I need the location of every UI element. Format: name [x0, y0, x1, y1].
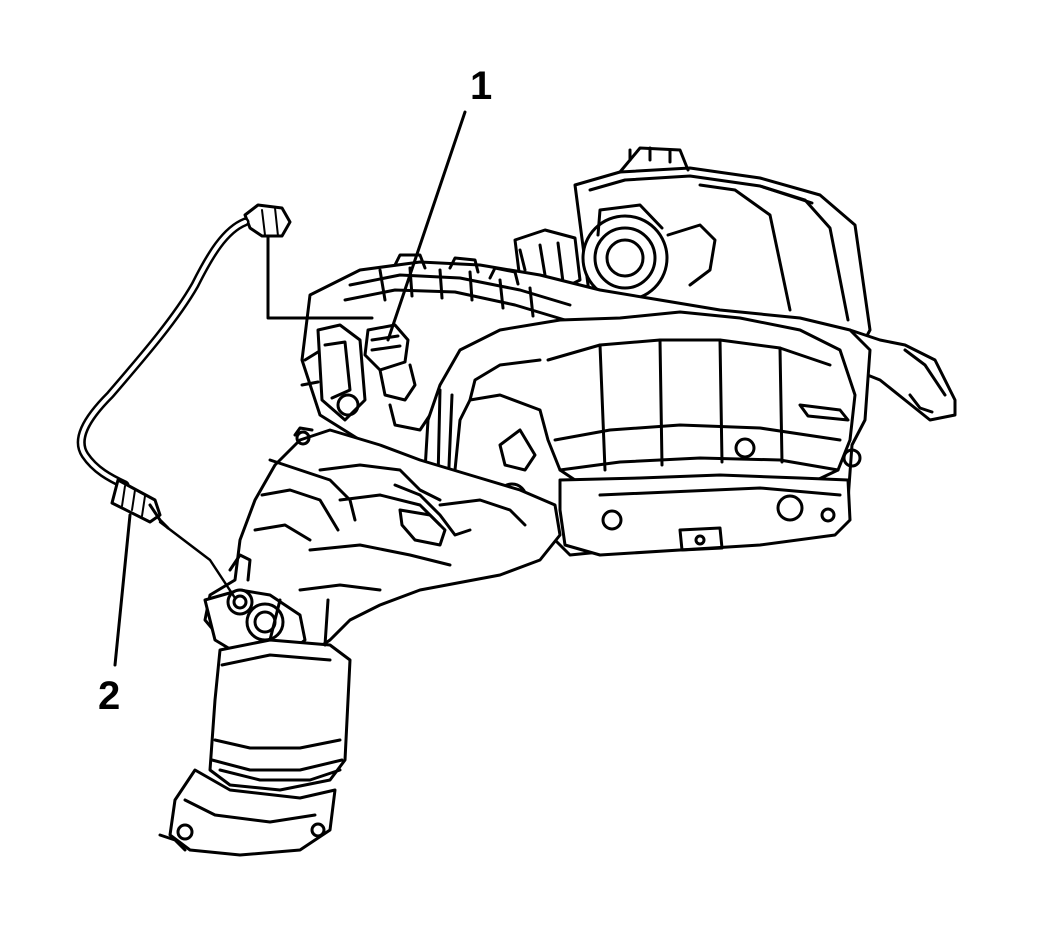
- callout-label-1: 1: [470, 64, 493, 108]
- exhaust-manifold: [203, 426, 562, 664]
- leader-line-2: [113, 513, 132, 667]
- sensor-1-harness: [243, 203, 374, 320]
- leader-lines: [113, 110, 467, 667]
- sensor-2-wire: [76, 217, 250, 600]
- leader-line-1: [386, 110, 467, 342]
- catalytic-converter: [158, 598, 352, 857]
- lower-block: [558, 473, 852, 557]
- callout-label-2: 2: [98, 674, 121, 718]
